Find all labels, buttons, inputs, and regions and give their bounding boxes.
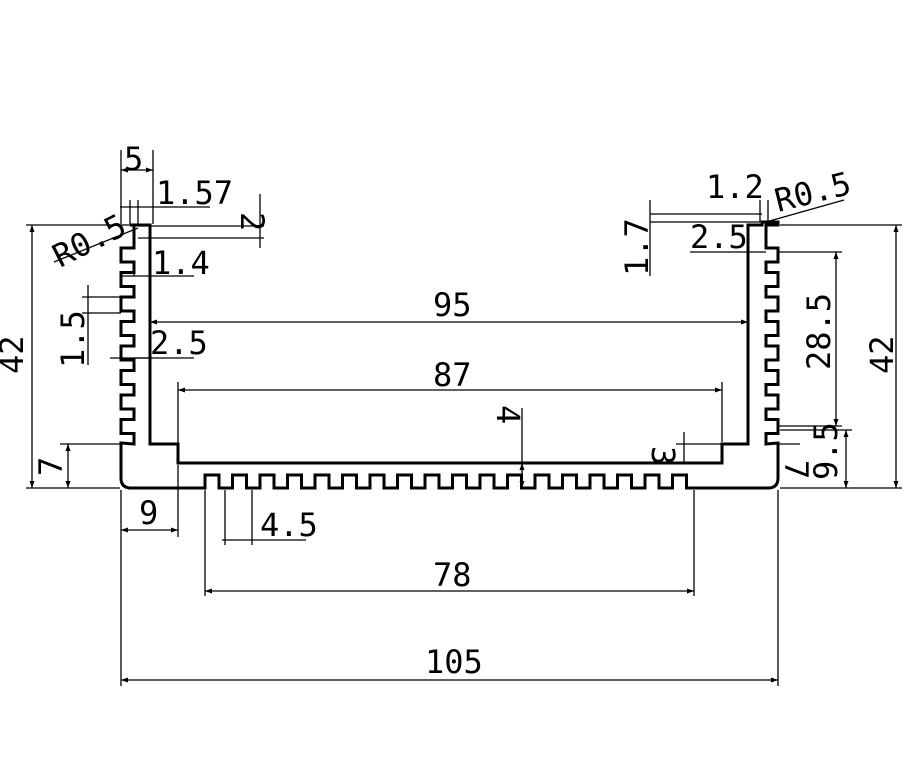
dim-wall-thickness-right: 2.5 xyxy=(690,218,748,256)
arrowhead xyxy=(65,481,71,488)
arrowhead xyxy=(843,481,849,488)
arrowhead xyxy=(65,444,71,451)
dimension-line xyxy=(765,199,845,223)
dim-radius-right: R0.5 xyxy=(771,164,855,220)
arrowhead xyxy=(833,252,839,259)
arrowhead xyxy=(178,387,185,393)
arrowhead xyxy=(715,387,722,393)
dim-radius-left: R0.5 xyxy=(46,206,132,275)
arrowhead xyxy=(29,225,35,232)
arrowhead xyxy=(741,319,748,325)
dim-lip-width-left: 1.57 xyxy=(156,174,233,212)
profile-outline xyxy=(119,220,780,490)
arrowhead xyxy=(121,527,128,533)
dim-lip-width-right: 1.2 xyxy=(706,168,764,206)
arrowhead xyxy=(519,463,525,470)
dim-fin-pitch-left: 1.5 xyxy=(54,310,92,368)
dim-lip-drop-left: 2 xyxy=(233,212,271,231)
dim-left-base-height: 7 xyxy=(32,457,70,476)
arrowhead xyxy=(893,481,899,488)
dim-left-offset: 9 xyxy=(139,494,158,532)
arrowhead xyxy=(687,588,694,594)
dimension-arrows xyxy=(29,167,899,683)
dimension-line xyxy=(53,227,139,263)
arrowhead xyxy=(146,167,153,173)
dim-fin-pitch: 4.5 xyxy=(260,506,318,544)
arrowhead xyxy=(171,527,178,533)
dim-step-height: 9.5 xyxy=(807,422,845,480)
dimension-lines xyxy=(26,150,902,686)
dim-right-base-height: 7 xyxy=(777,460,815,479)
dim-top-width-left: 5 xyxy=(124,140,143,178)
dim-lip-height-right: 1.7 xyxy=(618,218,656,276)
dim-overall-width: 105 xyxy=(425,643,483,681)
dim-floor-thickness: 4 xyxy=(489,405,527,424)
dim-fin-span: 78 xyxy=(433,556,472,594)
arrowhead xyxy=(205,588,212,594)
dim-step-right: 3 xyxy=(644,446,682,465)
arrowhead xyxy=(843,430,849,437)
arrowhead xyxy=(519,481,525,488)
dim-fin-zone-height: 28.5 xyxy=(800,293,838,370)
arrowhead xyxy=(150,319,157,325)
arrowhead xyxy=(771,677,778,683)
dim-right-height: 42 xyxy=(863,335,901,374)
arrowhead xyxy=(121,677,128,683)
dim-inner-top-width: 95 xyxy=(433,286,472,324)
arrowhead xyxy=(893,225,899,232)
arrowhead xyxy=(29,481,35,488)
dim-inner-floor-width: 87 xyxy=(433,356,472,394)
arrowhead xyxy=(121,167,128,173)
dim-left-height: 42 xyxy=(0,335,31,374)
dim-wall-left: 1.4 xyxy=(152,244,210,282)
arrowhead xyxy=(833,419,839,426)
dim-wall-thickness-left: 2.5 xyxy=(150,324,208,362)
